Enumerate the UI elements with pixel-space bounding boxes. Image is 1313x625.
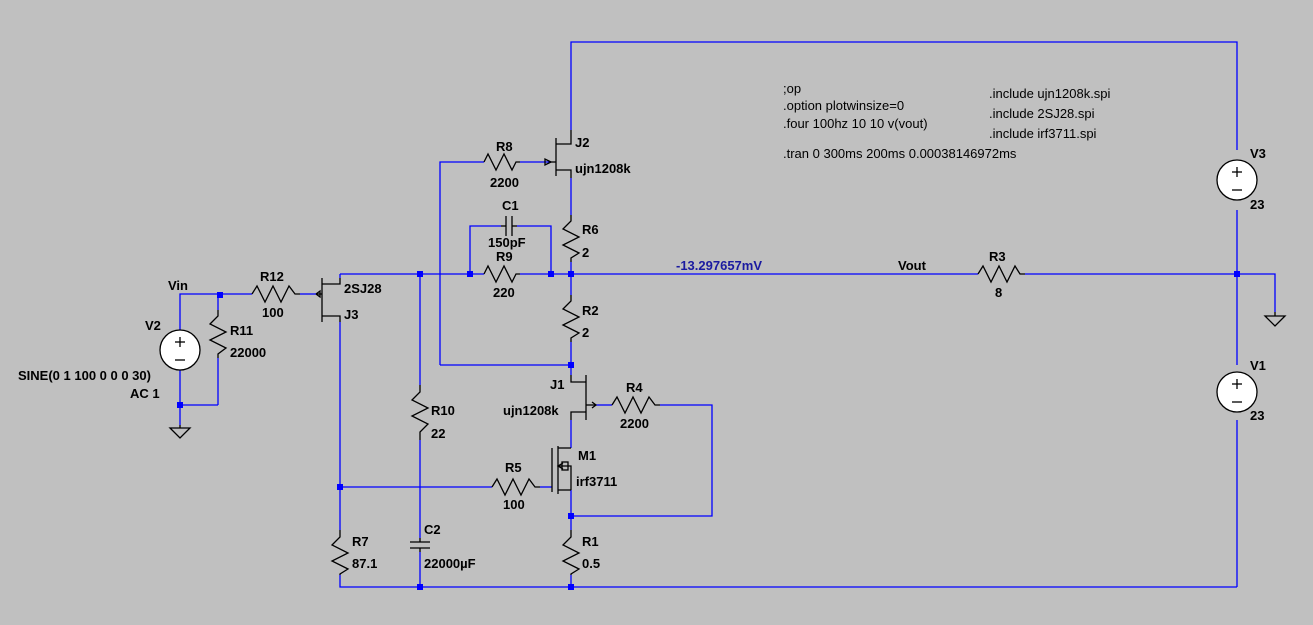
c1-name: C1 (502, 198, 519, 213)
r11-name: R11 (230, 323, 253, 338)
r6-value: 2 (582, 245, 589, 260)
r12-value: 100 (262, 305, 284, 320)
v2-value: SINE(0 1 100 0 0 0 30) (18, 368, 151, 383)
r6-resistor[interactable] (561, 215, 581, 262)
node-voltage-readout: -13.297657mV (676, 258, 762, 273)
c2-name: C2 (424, 522, 441, 537)
r4-name: R4 (626, 380, 643, 395)
r2-value: 2 (582, 325, 589, 340)
r5-resistor[interactable] (491, 477, 540, 497)
r1-resistor[interactable] (561, 530, 581, 575)
v1-source[interactable] (1216, 371, 1258, 413)
c1-value: 150pF (488, 235, 526, 250)
r1-name: R1 (582, 534, 599, 549)
v3-source[interactable] (1216, 159, 1258, 201)
ground-icon (1263, 312, 1287, 327)
r5-name: R5 (505, 460, 522, 475)
v2-ac: AC 1 (130, 386, 160, 401)
j1-jfet[interactable] (570, 375, 598, 420)
junctions (177, 271, 1240, 590)
r9-resistor[interactable] (483, 264, 520, 284)
r10-resistor[interactable] (410, 385, 430, 440)
v3-name: V3 (1250, 146, 1266, 161)
r5-value: 100 (503, 497, 525, 512)
directive-option[interactable]: .option plotwinsize=0 (783, 98, 904, 113)
j1-name: J1 (550, 377, 564, 392)
vout-net-label: Vout (898, 258, 927, 273)
directive-op[interactable]: ;op (783, 81, 801, 96)
j3-model: 2SJ28 (344, 281, 382, 296)
r6-name: R6 (582, 222, 599, 237)
j2-model: ujn1208k (575, 161, 631, 176)
r4-value: 2200 (620, 416, 649, 431)
m1-model: irf3711 (576, 474, 617, 489)
directive-include-3[interactable]: .include irf3711.spi (989, 126, 1097, 141)
m1-name: M1 (578, 448, 596, 463)
v2-name: V2 (145, 318, 161, 333)
r1-value: 0.5 (582, 556, 600, 571)
wires (179, 41, 1276, 588)
r2-name: R2 (582, 303, 599, 318)
r8-resistor[interactable] (483, 152, 520, 172)
c1-capacitor[interactable] (501, 216, 517, 236)
r10-value: 22 (431, 426, 445, 441)
c2-value: 22000µF (424, 556, 476, 571)
r7-value: 87.1 (352, 556, 377, 571)
v2-source[interactable] (159, 329, 201, 371)
r3-resistor[interactable] (977, 264, 1025, 284)
r7-resistor[interactable] (330, 530, 350, 575)
v1-name: V1 (1250, 358, 1266, 373)
m1-mosfet[interactable] (551, 446, 572, 494)
j1-model: ujn1208k (503, 403, 559, 418)
directive-four[interactable]: .four 100hz 10 10 v(vout) (783, 116, 928, 131)
directive-include-2[interactable]: .include 2SJ28.spi (989, 106, 1095, 121)
v3-value: 23 (1250, 197, 1264, 212)
r2-resistor[interactable] (561, 295, 581, 342)
c2-capacitor[interactable] (410, 538, 430, 552)
r4-resistor[interactable] (611, 395, 660, 415)
r8-value: 2200 (490, 175, 519, 190)
ground-icon (168, 425, 192, 439)
r12-resistor[interactable] (251, 284, 300, 304)
j2-jfet[interactable] (544, 130, 572, 178)
r3-name: R3 (989, 249, 1006, 264)
spice-directives[interactable]: ;op .option plotwinsize=0 .four 100hz 10… (783, 81, 1111, 161)
net-labels: Vin Vout -13.297657mV (168, 258, 927, 293)
j2-name: J2 (575, 135, 589, 150)
r10-name: R10 (431, 403, 455, 418)
r11-value: 22000 (230, 345, 266, 360)
r9-value: 220 (493, 285, 515, 300)
r12-name: R12 (260, 269, 284, 284)
j3-name: J3 (344, 307, 358, 322)
r9-name: R9 (496, 249, 513, 264)
r7-name: R7 (352, 534, 369, 549)
j3-jfet[interactable] (315, 278, 341, 322)
r11-resistor[interactable] (208, 310, 228, 358)
directive-include-1[interactable]: .include ujn1208k.spi (989, 86, 1111, 101)
vin-net-label: Vin (168, 278, 188, 293)
v1-value: 23 (1250, 408, 1264, 423)
component-labels: R8 2200 C1 150pF R9 220 R6 2 R2 2 R3 8 R… (18, 135, 1266, 571)
r8-name: R8 (496, 139, 513, 154)
directive-tran[interactable]: .tran 0 300ms 200ms 0.00038146972ms (783, 146, 1017, 161)
r3-value: 8 (995, 285, 1002, 300)
